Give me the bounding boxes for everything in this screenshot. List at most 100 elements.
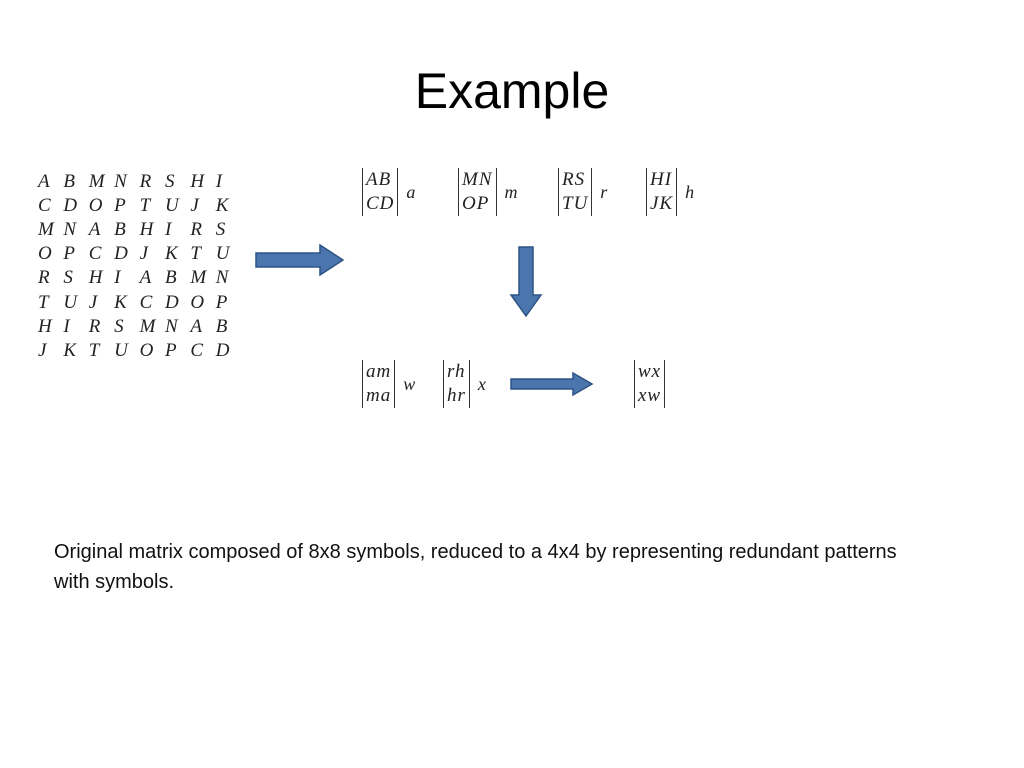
matrix-cell: J [88, 291, 98, 313]
block-matrix: am ma [362, 360, 396, 408]
matrix-cell: B [215, 315, 228, 337]
block-row: HI [650, 169, 673, 190]
matrix-cell: H [38, 315, 52, 337]
matrix-cell: O [38, 243, 52, 265]
block-symbol: x [477, 373, 486, 394]
matrix-cell: D [164, 291, 179, 313]
matrix-cell: H [88, 267, 103, 289]
matrix-cell: M [88, 171, 105, 193]
matrix-cell: S [63, 267, 73, 289]
block-symbol: w [403, 373, 416, 394]
block-symbol: m [504, 181, 518, 202]
block-row: MN [462, 169, 493, 190]
matrix-cell: I [164, 219, 172, 241]
matrix-cell: A [88, 219, 101, 241]
block-row: hr [447, 385, 466, 406]
matrix-cell: N [63, 219, 77, 241]
slide-caption: Original matrix composed of 8x8 symbols,… [54, 541, 897, 593]
matrix-cell: P [164, 339, 177, 361]
matrix-cell: C [139, 291, 153, 313]
matrix-cell: M [139, 315, 156, 337]
matrix-cell: J [190, 195, 199, 217]
matrix-cell: A [38, 171, 50, 193]
matrix-cell: U [215, 243, 230, 265]
block-l1-1: MN OP m [458, 168, 518, 216]
matrix-cell: H [139, 219, 154, 241]
block-row: OP [462, 193, 490, 214]
matrix-cell: O [88, 195, 103, 217]
block-row: RS [562, 169, 586, 190]
matrix-cell: N [164, 315, 178, 337]
matrix-cell: O [190, 291, 205, 313]
matrix-cell: S [114, 315, 124, 337]
matrix-cell: R [88, 315, 101, 337]
block-l1-2: RS TU r [558, 168, 607, 216]
matrix-cell: K [215, 195, 229, 217]
matrix-cell: N [114, 171, 127, 193]
block-row: ma [366, 385, 392, 406]
matrix-cell: R [190, 219, 202, 241]
block-matrix: MN OP [458, 168, 497, 216]
matrix-cell: O [139, 339, 154, 361]
matrix-cell: C [38, 195, 51, 217]
matrix-cell: B [114, 219, 126, 241]
matrix-cell: S [215, 219, 226, 241]
block-l1-0: AB CD a [362, 168, 415, 216]
matrix-cell: R [38, 267, 50, 289]
block-row: am [366, 361, 392, 382]
block-row: xw [638, 385, 662, 406]
block-row: JK [650, 193, 674, 214]
block-l2-1: rh hr x [443, 360, 486, 408]
matrix-cell: D [114, 243, 128, 265]
matrix-cell: H [190, 171, 205, 193]
matrix-cell: U [114, 339, 128, 361]
block-matrix: AB CD [362, 168, 399, 216]
block-final: wx xw [634, 360, 666, 408]
block-matrix: rh hr [443, 360, 470, 408]
matrix-cell: T [139, 195, 151, 217]
matrix-cell: K [164, 243, 178, 265]
matrix-cell: M [38, 219, 54, 241]
block-row: TU [562, 193, 589, 214]
matrix-cell: S [164, 171, 175, 193]
matrix-cell: P [63, 243, 75, 265]
matrix-cell: B [164, 267, 177, 289]
matrix-cell: K [114, 291, 127, 313]
matrix-cell: A [190, 315, 202, 337]
matrix-cell: I [114, 267, 121, 289]
matrix-cell: C [190, 339, 204, 361]
block-row: wx [638, 361, 662, 382]
right-arrow-icon [255, 243, 345, 277]
matrix-cell: M [190, 267, 207, 289]
matrix-cell: B [63, 171, 75, 193]
matrix-cell: A [139, 267, 152, 289]
block-l2-0: am ma w [362, 360, 415, 408]
matrix-cell: T [38, 291, 49, 313]
block-symbol: r [600, 181, 608, 202]
matrix-cell: U [63, 291, 78, 313]
matrix-cell: R [139, 171, 152, 193]
matrix-cell: K [63, 339, 77, 361]
down-arrow-icon [509, 246, 543, 318]
block-symbol: a [406, 181, 416, 202]
matrix-cell: T [190, 243, 201, 265]
matrix-cell: D [215, 339, 230, 361]
matrix-cell: J [139, 243, 148, 265]
matrix-cell: N [215, 267, 229, 289]
block-row: CD [366, 193, 395, 214]
block-row: AB [366, 169, 392, 190]
matrix-cell: C [88, 243, 102, 265]
matrix-cell: P [215, 291, 228, 313]
matrix-cell: T [88, 339, 100, 361]
block-symbol: h [685, 181, 695, 202]
block-row: rh [447, 361, 466, 382]
